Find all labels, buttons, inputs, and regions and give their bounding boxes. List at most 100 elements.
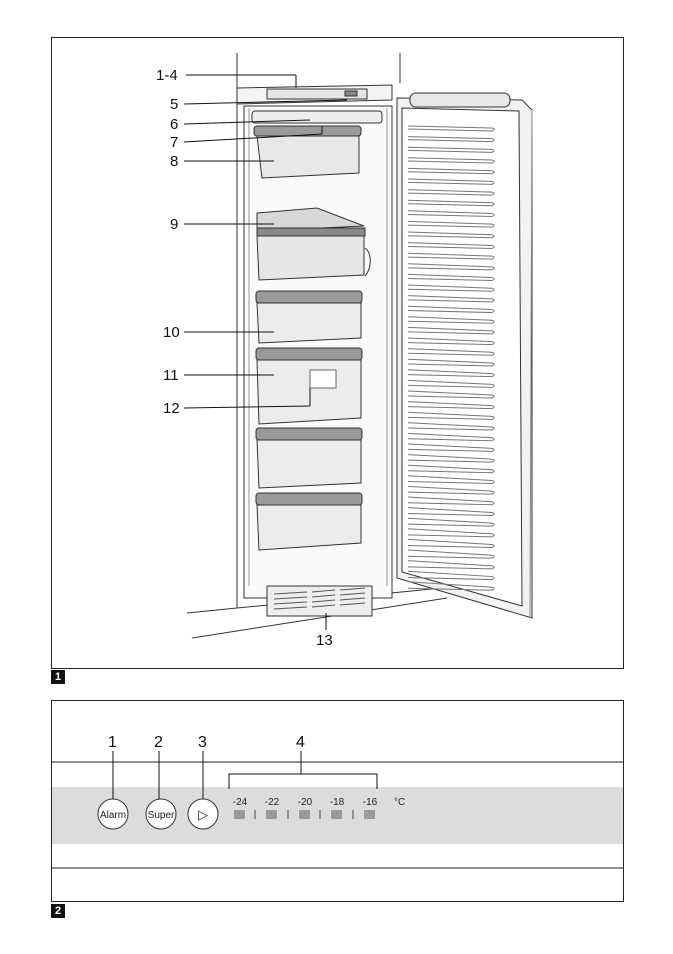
- drawer-4: [256, 504, 362, 551]
- drawer-1: [256, 302, 362, 344]
- leader-12: [183, 405, 311, 409]
- indicator-bracket: [228, 773, 378, 789]
- door-rib: [407, 284, 495, 292]
- door-rib: [407, 210, 495, 217]
- floor-line-left: [186, 607, 238, 614]
- unit-label: °C: [394, 797, 405, 808]
- door-rib: [407, 422, 495, 431]
- door-edge: [529, 109, 533, 619]
- door-rib: [407, 549, 495, 559]
- display-indicator: [344, 90, 358, 97]
- callout-9: 9: [170, 216, 178, 233]
- door-rib: [407, 220, 495, 228]
- shelf-front: [256, 227, 366, 237]
- drawer-3-top: [255, 427, 363, 441]
- door-rib: [407, 528, 495, 538]
- door-rib: [407, 189, 495, 196]
- temp-label-minus-16: -16: [363, 797, 378, 808]
- label-3: 3: [198, 734, 207, 751]
- callout-11: 11: [163, 367, 179, 384]
- temp-label-minus-24: -24: [233, 797, 248, 808]
- super-button[interactable]: Super: [145, 798, 177, 830]
- indicator-minus-18: [331, 810, 342, 819]
- top-compartment: [256, 135, 360, 179]
- control-panel-diagram: 1 2 3 4 Alarm Super ▷ -24 -22 -20 -18 -1…: [52, 734, 623, 869]
- door-rib: [407, 295, 495, 303]
- door-handle: [409, 92, 511, 108]
- drawer-handle: [364, 247, 371, 277]
- label-2: 2: [154, 734, 163, 751]
- callout-13: 13: [316, 632, 333, 649]
- super-button-label: Super: [148, 810, 175, 821]
- figure-2-badge: 2: [51, 904, 65, 918]
- door-rib: [407, 538, 495, 549]
- alarm-button-label: Alarm: [100, 810, 126, 821]
- door-rib: [407, 252, 495, 260]
- callout-5: 5: [170, 96, 178, 113]
- label-4: 4: [296, 734, 305, 751]
- door-rib: [407, 517, 495, 527]
- drawer-1-top: [255, 290, 363, 304]
- door-rib: [407, 316, 495, 324]
- door-rib: [407, 337, 495, 346]
- freezer-illustration: 1-4 5 6 7 8 9 10 11 12 13: [156, 53, 533, 649]
- indicator-minus-20: [299, 810, 310, 819]
- door-rib: [407, 432, 495, 442]
- leader-7: [183, 133, 323, 143]
- door-rib: [407, 348, 495, 356]
- door-rib: [407, 305, 495, 314]
- door-rib: [407, 263, 495, 271]
- vent-slats: [273, 587, 366, 610]
- door-rib: [407, 125, 495, 132]
- door-rib: [407, 326, 495, 335]
- door-rib: [407, 454, 495, 463]
- leader-5: [183, 99, 348, 105]
- door-rib: [407, 401, 495, 410]
- figure-2-frame: 1 2 3 4 Alarm Super ▷ -24 -22 -20 -18 -1…: [51, 700, 624, 902]
- drawer-2-top: [255, 347, 363, 361]
- freezing-calendar: [309, 369, 337, 389]
- door-rib: [407, 199, 495, 207]
- door-rib: [407, 507, 495, 516]
- glass-shelf: [256, 207, 365, 232]
- play-icon: ▷: [198, 807, 208, 822]
- door-rib: [407, 560, 495, 570]
- drawer-2: [256, 359, 362, 425]
- door-rib: [407, 231, 495, 239]
- figure-1-badge: 1: [51, 670, 65, 684]
- drawer-4-top: [255, 492, 363, 506]
- floor-line-front: [191, 597, 448, 639]
- callout-7: 7: [170, 134, 178, 151]
- callout-10: 10: [163, 324, 180, 341]
- callout-1-4: 1-4: [156, 67, 178, 84]
- door-rib: [407, 242, 495, 249]
- door-rib: [407, 496, 495, 506]
- label-1: 1: [108, 734, 117, 751]
- indicator-minus-16: [364, 810, 375, 819]
- door-rib: [407, 475, 495, 484]
- callout-6: 6: [170, 116, 178, 133]
- door-rib: [407, 273, 495, 282]
- door-rib: [407, 136, 495, 143]
- indicator-minus-22: [266, 810, 277, 819]
- light-cover: [251, 110, 383, 124]
- drawer-3: [256, 439, 362, 489]
- door-rib: [407, 411, 495, 420]
- leader-6: [183, 119, 311, 125]
- temp-label-minus-18: -18: [330, 797, 345, 808]
- alarm-button[interactable]: Alarm: [97, 798, 129, 830]
- door-rib: [407, 464, 495, 474]
- door-ribs: [407, 125, 495, 591]
- door-rib: [407, 157, 495, 164]
- temperature-select-button[interactable]: ▷: [187, 798, 219, 830]
- door-rib: [407, 581, 495, 591]
- door-rib: [407, 379, 495, 388]
- door-rib: [407, 570, 495, 581]
- door-rib: [407, 390, 495, 399]
- temp-label-minus-20: -20: [298, 797, 313, 808]
- door-rib: [407, 369, 495, 378]
- door-rib: [407, 178, 495, 185]
- callout-8: 8: [170, 153, 178, 170]
- door-rib: [407, 443, 495, 452]
- temp-label-minus-22: -22: [265, 797, 280, 808]
